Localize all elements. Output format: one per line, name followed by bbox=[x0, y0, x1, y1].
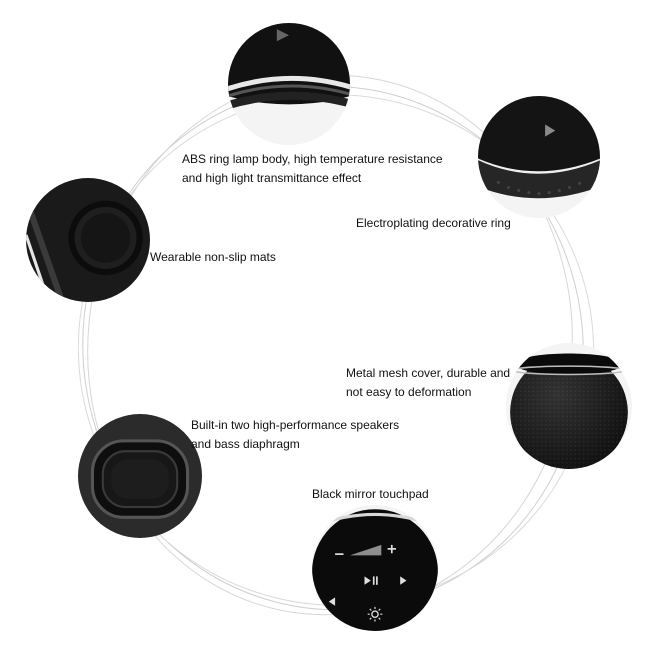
mesh-cover-caption: Metal mesh cover, durable and not easy t… bbox=[346, 364, 510, 402]
ring-lamp-caption: ABS ring lamp body, high temperature res… bbox=[182, 150, 443, 188]
touchpad-closeup bbox=[312, 505, 438, 631]
non-slip-mats-caption: Wearable non-slip mats bbox=[150, 248, 276, 267]
next-icon[interactable] bbox=[400, 576, 407, 585]
non-slip-mats-caption-line1: Wearable non-slip mats bbox=[150, 250, 276, 264]
mesh-cover-caption-line2: not easy to deformation bbox=[346, 385, 472, 399]
speaker-diaphragm-closeup bbox=[78, 414, 202, 538]
mesh-cover-closeup bbox=[506, 343, 632, 469]
touchpad-caption-line1: Black mirror touchpad bbox=[312, 487, 429, 501]
mesh-cover-caption-line1: Metal mesh cover, durable and bbox=[346, 366, 511, 380]
speakers-caption-line2: and bass diaphragm bbox=[191, 437, 300, 451]
volume-minus-icon[interactable] bbox=[335, 553, 344, 555]
decorative-ring-caption: Electroplating decorative ring bbox=[356, 214, 511, 233]
volume-level-icon bbox=[349, 544, 382, 556]
volume-plus-icon[interactable] bbox=[387, 544, 396, 554]
ring-lamp-caption-line1: ABS ring lamp body, high temperature res… bbox=[182, 152, 443, 166]
non-slip-mat-closeup bbox=[26, 178, 150, 302]
ring-lamp-caption-line2: and high light transmittance effect bbox=[182, 171, 362, 185]
decorative-ring-closeup bbox=[478, 96, 600, 218]
touchpad-caption: Black mirror touchpad bbox=[312, 485, 429, 504]
previous-icon[interactable] bbox=[328, 597, 336, 606]
decorative-ring-caption-line1: Electroplating decorative ring bbox=[356, 216, 511, 230]
play-pause-icon[interactable] bbox=[364, 576, 378, 585]
speakers-caption-line1: Built-in two high-performance speakers bbox=[191, 418, 400, 432]
speakers-caption: Built-in two high-performance speakers a… bbox=[191, 416, 399, 454]
ring-lamp-closeup bbox=[228, 23, 350, 145]
